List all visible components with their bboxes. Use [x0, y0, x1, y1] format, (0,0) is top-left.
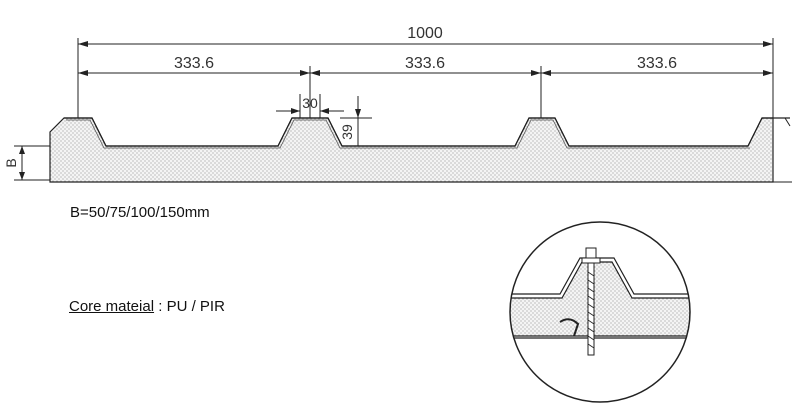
core-material-value: PU / PIR	[166, 298, 225, 315]
core-material-label: Core mateial	[69, 298, 155, 315]
right-joint	[773, 117, 792, 183]
overall-width-label: 1000	[407, 25, 443, 42]
detail-circle-outline	[509, 221, 691, 403]
rib-spacing-label-1: 333.6	[174, 55, 214, 72]
core-material-note: Core mateial : PU / PIR	[69, 298, 225, 315]
thickness-symbol: B	[3, 158, 19, 167]
screw-washer	[581, 257, 601, 264]
rib-spacing-label-3: 333.6	[637, 55, 677, 72]
detail-core	[510, 261, 690, 337]
dimension-lines	[77, 38, 774, 118]
top-skin	[64, 117, 790, 147]
screw-shank	[587, 262, 595, 356]
thickness-options-note: B=50/75/100/150mm	[70, 204, 210, 221]
rib-width-label: 30	[302, 95, 318, 111]
screw-head	[585, 247, 597, 259]
rib-height-label: 39	[339, 124, 355, 140]
dimension-arrows	[78, 41, 773, 76]
panel-profile	[49, 117, 792, 183]
core-material-separator: :	[154, 298, 167, 315]
rib-spacing-label-2: 333.6	[405, 55, 445, 72]
detail-joint-hook	[559, 318, 580, 337]
panel-core	[49, 117, 774, 183]
detail-view	[509, 221, 691, 403]
inner-skin-line	[66, 119, 750, 149]
